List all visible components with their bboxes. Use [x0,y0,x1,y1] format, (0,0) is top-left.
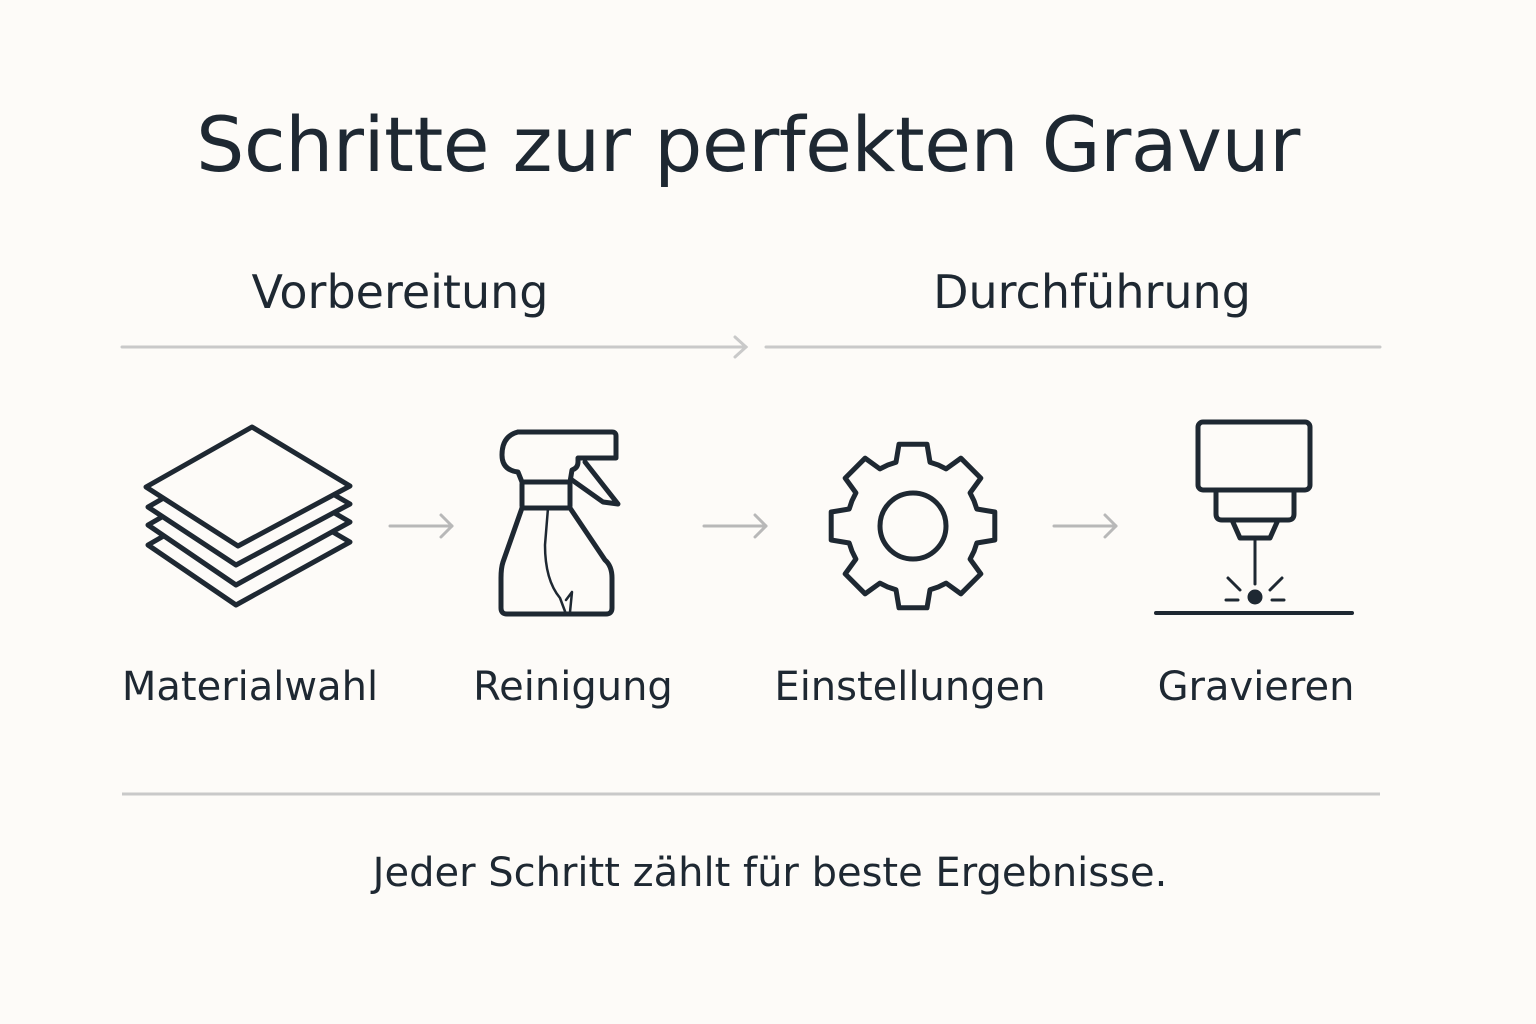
step-label-einstellungen: Einstellungen [774,664,1046,710]
phase-label-durchfuehrung: Durchführung [933,265,1251,319]
spray-bottle-icon [498,429,621,617]
step-arrow-1 [388,513,454,539]
step-arrow-2 [702,513,768,539]
step-arrows [388,513,1118,539]
phase-timeline [120,335,1382,359]
phase-label-vorbereitung: Vorbereitung [251,265,549,319]
step-label-reinigung: Reinigung [473,664,673,710]
stacked-sheets-icon [143,424,353,608]
step-label-materialwahl: Materialwahl [121,664,379,710]
phase-arrow-head [733,335,749,359]
step-arrow-3 [1052,513,1118,539]
page-title: Schritte zur perfekten Gravur [196,100,1300,189]
laser-engraver-icon [1154,419,1354,615]
footer-tagline: Jeder Schritt zählt für beste Ergebnisse… [372,850,1168,896]
gear-icon [828,441,998,611]
step-label-gravieren: Gravieren [1157,664,1355,710]
